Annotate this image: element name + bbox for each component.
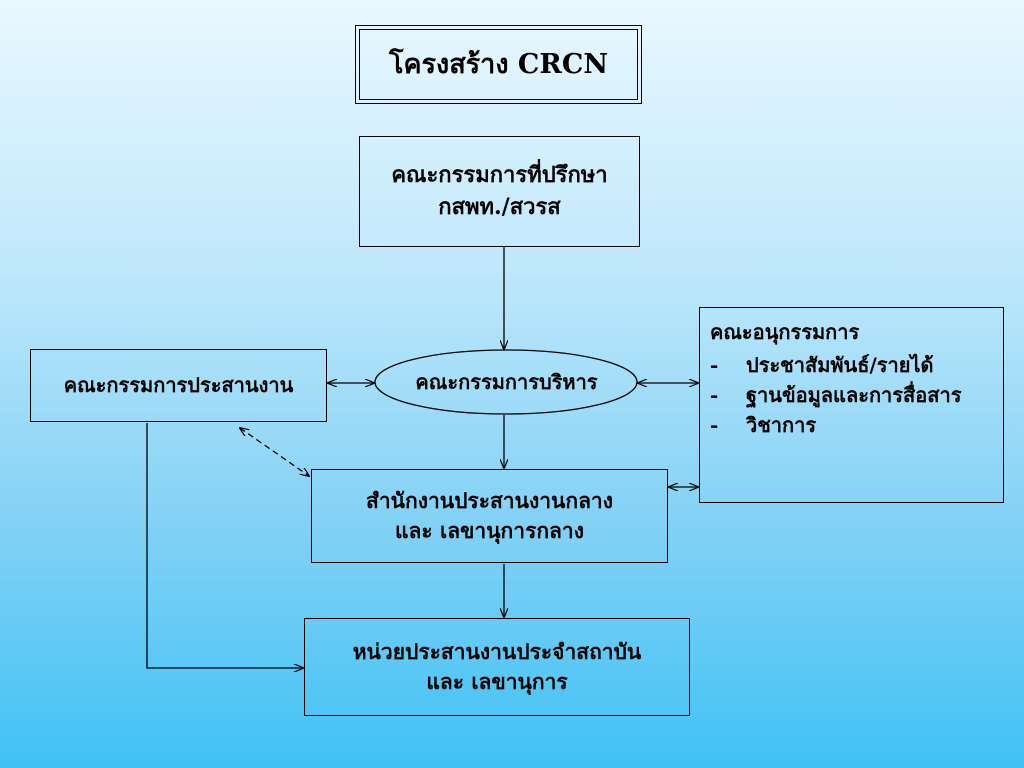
institution-unit-line1: หน่วยประสานงานประจำสถาบัน xyxy=(352,638,642,664)
subcommittee-item-label: ประชาสัมพันธ์/รายได้ xyxy=(746,353,934,377)
bullet-dash: - xyxy=(710,353,719,377)
institution-unit-box: หน่วยประสานงานประจำสถาบัน และ เลขานุการ xyxy=(304,618,690,716)
executive-committee-node: คณะกรรมการบริหาร xyxy=(375,350,638,414)
central-office-line2: และ เลขานุการกลาง xyxy=(395,518,584,543)
diagram-title: โครงสร้าง CRCN xyxy=(388,48,609,80)
central-office-box: สำนักงานประสานงานกลาง และ เลขานุการกลาง xyxy=(311,469,668,563)
advisor-line2: กสพท./สวรส xyxy=(438,193,561,220)
advisor-line1: คณะกรรมการที่ปรึกษา xyxy=(391,161,608,188)
arrow-coordination-to-unit xyxy=(146,423,303,668)
bullet-dash: - xyxy=(710,383,719,407)
subcommittee-item-label: ฐานข้อมูลและการสื่อสาร xyxy=(746,383,962,407)
coordination-committee-box: คณะกรรมการประสานงาน xyxy=(30,349,327,422)
bullet-dash: - xyxy=(710,413,719,437)
subcommittee-title: คณะอนุกรรมการ xyxy=(710,320,860,344)
title-box: โครงสร้าง CRCN xyxy=(355,25,642,104)
subcommittee-box: คณะอนุกรรมการ - ประชาสัมพันธ์/รายได้ - ฐ… xyxy=(699,307,1004,503)
advisor-committee-box: คณะกรรมการที่ปรึกษา กสพท./สวรส xyxy=(359,136,640,247)
dashed-arrow-coordination-central xyxy=(240,428,309,476)
subcommittee-item: - ประชาสัมพันธ์/รายได้ xyxy=(710,353,933,378)
subcommittee-item: - ฐานข้อมูลและการสื่อสาร xyxy=(710,383,961,408)
central-office-line1: สำนักงานประสานงานกลาง xyxy=(366,487,613,513)
institution-unit-line2: และ เลขานุการ xyxy=(426,669,568,694)
coordination-label: คณะกรรมการประสานงาน xyxy=(63,373,294,397)
subcommittee-item-label: วิชาการ xyxy=(746,413,817,437)
executive-label: คณะกรรมการบริหาร xyxy=(415,370,598,394)
subcommittee-item: - วิชาการ xyxy=(710,413,816,438)
